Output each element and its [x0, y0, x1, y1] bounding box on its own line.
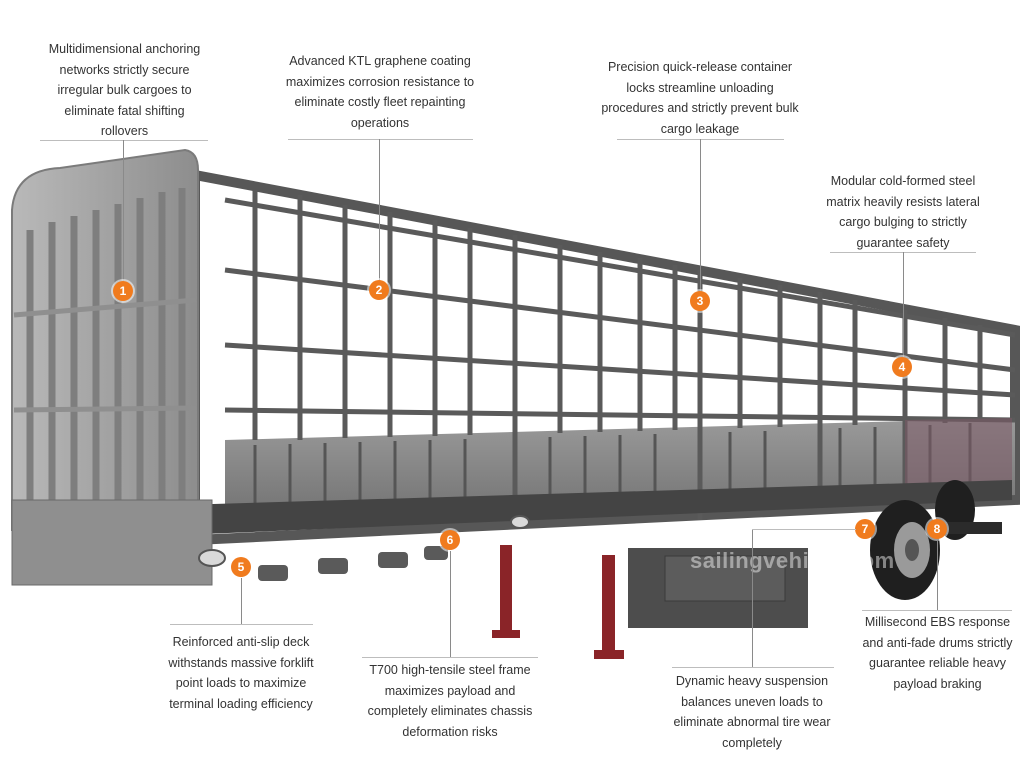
wheels — [870, 480, 1002, 600]
rear-side-section — [905, 418, 1012, 500]
callout-2-leader — [379, 139, 380, 281]
callout-7-badge: 7 — [855, 519, 875, 539]
callout-6-badge: 6 — [440, 530, 460, 550]
callout-4-leader — [903, 252, 904, 357]
callout-7-rule — [752, 529, 856, 530]
callout-1-badge: 1 — [113, 281, 133, 301]
callout-6-rule — [362, 657, 538, 658]
callout-7-bottom-rule — [672, 667, 834, 668]
callout-6-leader — [450, 551, 451, 657]
callout-1-rule — [40, 140, 208, 141]
callout-5-badge: 5 — [231, 557, 251, 577]
landing-legs — [492, 545, 624, 659]
callout-1-leader — [123, 140, 124, 282]
callout-8-rule — [862, 610, 1012, 611]
cage-grid — [224, 190, 1016, 520]
callout-8-text: Millisecond EBS response and anti-fade d… — [862, 615, 1013, 691]
callout-3-badge: 3 — [690, 291, 710, 311]
callout-1-text: Multidimensional anchoring networks stri… — [48, 42, 201, 138]
callout-2-text: Advanced KTL graphene coating maximizes … — [285, 54, 475, 130]
callout-4-badge: 4 — [892, 357, 912, 377]
front-headboard — [11, 148, 199, 542]
callout-6-text: T700 high-tensile steel frame maximizes … — [367, 663, 533, 739]
front-bumper — [11, 499, 213, 586]
callout-5-leader — [241, 578, 242, 624]
callout-8-badge: 8 — [927, 519, 947, 539]
callout-3-text: Precision quick-release container locks … — [601, 60, 799, 136]
chassis-beam — [180, 480, 1012, 535]
callout-7-leader — [752, 529, 753, 667]
callout-7-text: Dynamic heavy suspension balances uneven… — [673, 674, 831, 750]
callout-2-badge: 2 — [369, 280, 389, 300]
callout-5-text: Reinforced anti-slip deck withstands mas… — [168, 635, 314, 711]
callout-4-text: Modular cold-formed steel matrix heavily… — [826, 174, 980, 250]
callout-8-leader — [937, 540, 938, 610]
watermark-text: sailingvehicle.com — [690, 548, 895, 573]
callout-5-rule — [170, 624, 313, 625]
callout-2-rule — [288, 139, 473, 140]
anchor-hooks — [258, 546, 448, 581]
callout-3-leader — [700, 139, 701, 292]
